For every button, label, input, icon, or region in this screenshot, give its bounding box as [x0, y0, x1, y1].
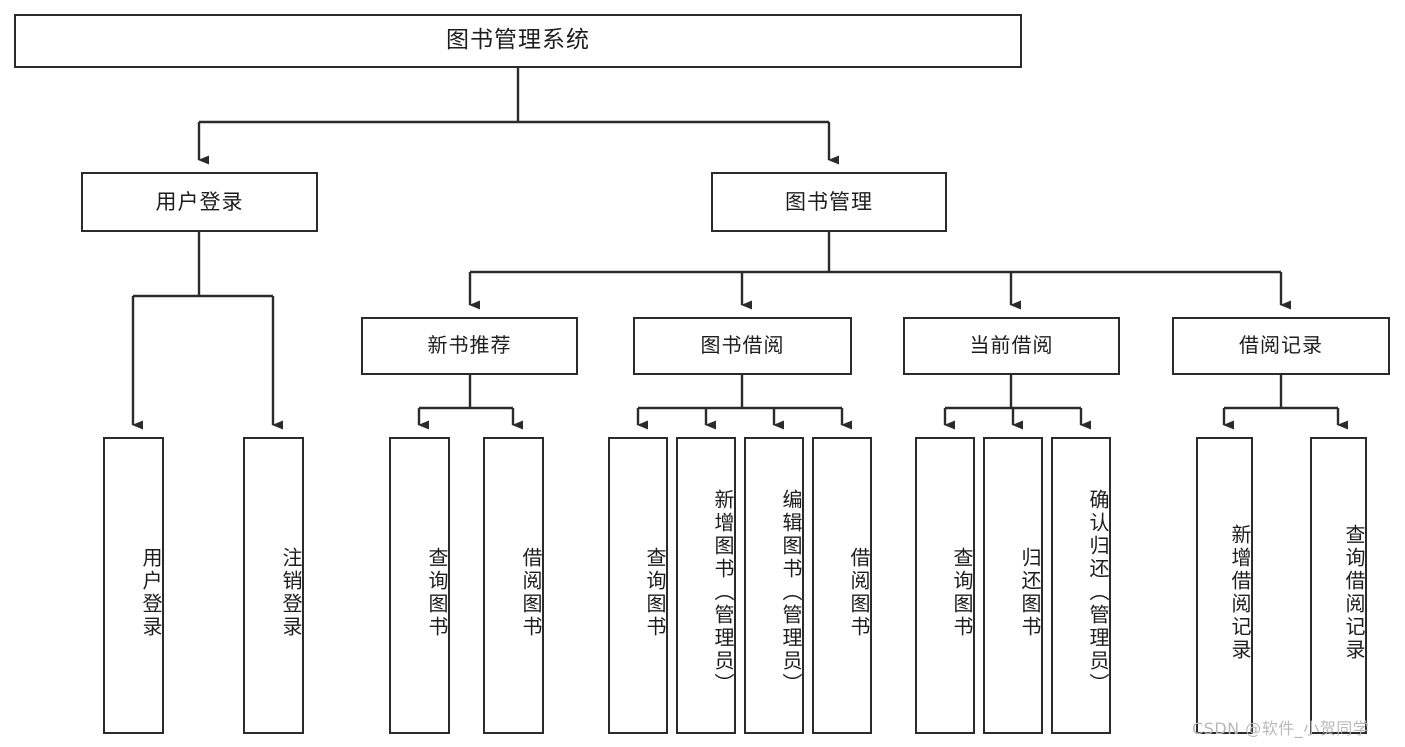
node-root[interactable]: 图书管理系统 — [14, 14, 1022, 68]
leaf-edit-book-admin[interactable]: 编辑图书（管理员） — [744, 437, 804, 734]
node-label: 当前借阅 — [969, 333, 1054, 358]
node-root-label: 图书管理系统 — [446, 27, 590, 54]
leaf-logout[interactable]: 注销登录 — [243, 437, 304, 734]
leaf-label: 归还图书 — [1018, 546, 1042, 639]
leaf-query-book-borrow[interactable]: 查询图书 — [608, 437, 668, 734]
node-user-login[interactable]: 用户登录 — [81, 172, 318, 232]
leaf-label: 查询图书 — [950, 546, 974, 639]
leaf-label: 注销登录 — [279, 546, 303, 639]
node-new-book-recommend[interactable]: 新书推荐 — [361, 317, 578, 375]
leaf-label: 用户登录 — [139, 546, 163, 639]
leaf-add-book-admin[interactable]: 新增图书（管理员） — [676, 437, 736, 734]
leaf-label: 查询借阅记录 — [1342, 523, 1366, 662]
leaf-query-borrow-record[interactable]: 查询借阅记录 — [1310, 437, 1367, 734]
node-current-borrow[interactable]: 当前借阅 — [903, 317, 1120, 375]
node-label: 图书管理 — [785, 189, 873, 214]
leaf-borrow-book-recommend[interactable]: 借阅图书 — [483, 437, 544, 734]
node-book-management[interactable]: 图书管理 — [711, 172, 947, 232]
leaf-label: 新增图书（管理员） — [711, 489, 735, 696]
leaf-label: 查询图书 — [425, 546, 449, 639]
watermark: CSDN @软件_小贺同学 — [1192, 719, 1370, 738]
node-label: 新书推荐 — [427, 333, 512, 358]
leaf-label: 查询图书 — [643, 546, 667, 639]
node-borrow-record[interactable]: 借阅记录 — [1172, 317, 1390, 375]
node-label: 借阅记录 — [1239, 333, 1323, 358]
leaf-query-book-current[interactable]: 查询图书 — [915, 437, 975, 734]
node-book-borrow[interactable]: 图书借阅 — [633, 317, 852, 375]
leaf-label: 借阅图书 — [519, 546, 543, 639]
leaf-label: 借阅图书 — [847, 546, 871, 639]
leaf-label: 新增借阅记录 — [1228, 523, 1252, 662]
leaf-add-borrow-record[interactable]: 新增借阅记录 — [1196, 437, 1253, 734]
leaf-label: 确认归还（管理员） — [1086, 489, 1110, 696]
leaf-borrow-book[interactable]: 借阅图书 — [812, 437, 872, 734]
leaf-label: 编辑图书（管理员） — [779, 489, 803, 696]
leaf-return-book[interactable]: 归还图书 — [983, 437, 1043, 734]
node-label: 用户登录 — [155, 189, 244, 214]
leaf-user-login[interactable]: 用户登录 — [103, 437, 164, 734]
leaf-query-book-recommend[interactable]: 查询图书 — [389, 437, 450, 734]
node-label: 图书借阅 — [700, 333, 785, 358]
leaf-confirm-return-admin[interactable]: 确认归还（管理员） — [1051, 437, 1111, 734]
